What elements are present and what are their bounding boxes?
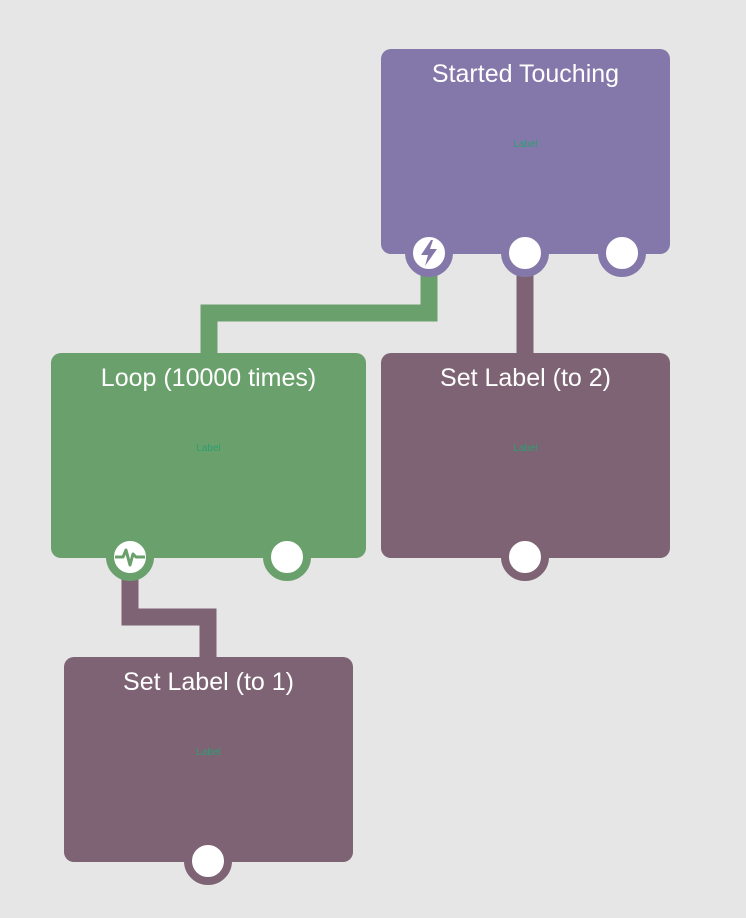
node-title: Started Touching (431, 60, 620, 88)
node-set-label-2[interactable]: Set Label (to 2) Label (381, 353, 670, 558)
lightning-icon (421, 240, 437, 266)
port-output[interactable] (184, 837, 232, 885)
node-label: Label (196, 443, 221, 454)
port-trigger[interactable] (405, 229, 453, 277)
node-label: Label (513, 139, 538, 150)
node-title: Loop (10000 times) (100, 364, 317, 392)
wire-started-to-loop (200, 262, 438, 360)
pulse-icon (115, 548, 145, 567)
port-output[interactable] (501, 229, 549, 277)
node-title: Set Label (to 1) (123, 668, 294, 696)
node-loop[interactable]: Loop (10000 times) Label (51, 353, 366, 558)
port-output[interactable] (598, 229, 646, 277)
node-label: Label (513, 443, 538, 454)
node-title: Set Label (to 2) (440, 364, 611, 392)
wire-loop-to-set1 (121, 566, 217, 664)
port-loop-body[interactable] (106, 533, 154, 581)
node-started-touching[interactable]: Started Touching Label (381, 49, 670, 254)
port-output[interactable] (501, 533, 549, 581)
node-set-label-1[interactable]: Set Label (to 1) Label (64, 657, 353, 862)
port-output[interactable] (263, 533, 311, 581)
node-label: Label (196, 747, 221, 758)
